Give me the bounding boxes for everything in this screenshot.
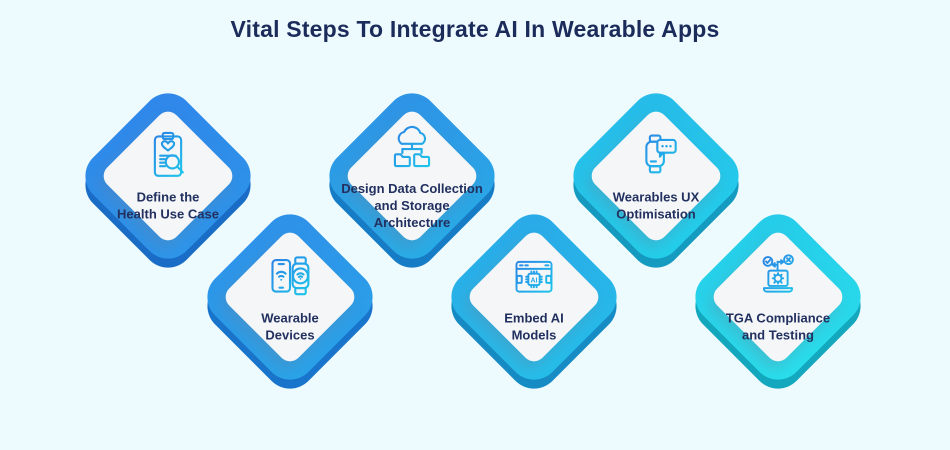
cloud-storage-icon xyxy=(384,120,440,176)
step-card-tga-compliance-testing: TGA Compliance and Testing xyxy=(684,203,872,400)
page-title: Vital Steps To Integrate AI In Wearable … xyxy=(230,16,720,42)
step-content: Define the Health Use Case xyxy=(80,129,256,224)
phone-smartwatch-icon xyxy=(262,250,318,306)
step-label: Wearables UX Optimisation xyxy=(612,189,700,222)
smartwatch-chat-icon xyxy=(628,129,684,185)
ai-chip-window-icon: AI xyxy=(506,250,562,306)
svg-text:AI: AI xyxy=(531,277,538,284)
step-content: TGA Compliance and Testing xyxy=(690,250,866,345)
step-label: Define the Health Use Case xyxy=(117,189,219,222)
clipboard-search-icon xyxy=(140,129,196,185)
step-content: Wearable Devices xyxy=(202,250,378,345)
step-label: Embed AI Models xyxy=(504,310,564,343)
step-card-embed-ai-models: AI Embed AI Models xyxy=(440,203,628,400)
step-card-define-health-use-case: Define the Health Use Case xyxy=(74,82,262,279)
step-card-wearables-ux-optimisation: Wearables UX Optimisation xyxy=(562,82,750,279)
step-content: AI Embed AI Models xyxy=(446,250,622,345)
step-label: TGA Compliance and Testing xyxy=(725,310,831,343)
step-content: Wearables UX Optimisation xyxy=(568,129,744,224)
step-card-data-collection-storage: Design Data Collection and Storage Archi… xyxy=(318,82,506,279)
step-card-wearable-devices: Wearable Devices xyxy=(196,203,384,400)
step-content: Design Data Collection and Storage Archi… xyxy=(324,120,500,232)
laptop-testing-icon xyxy=(750,250,806,306)
step-label: Design Data Collection and Storage Archi… xyxy=(341,181,483,230)
step-label: Wearable Devices xyxy=(261,310,319,343)
